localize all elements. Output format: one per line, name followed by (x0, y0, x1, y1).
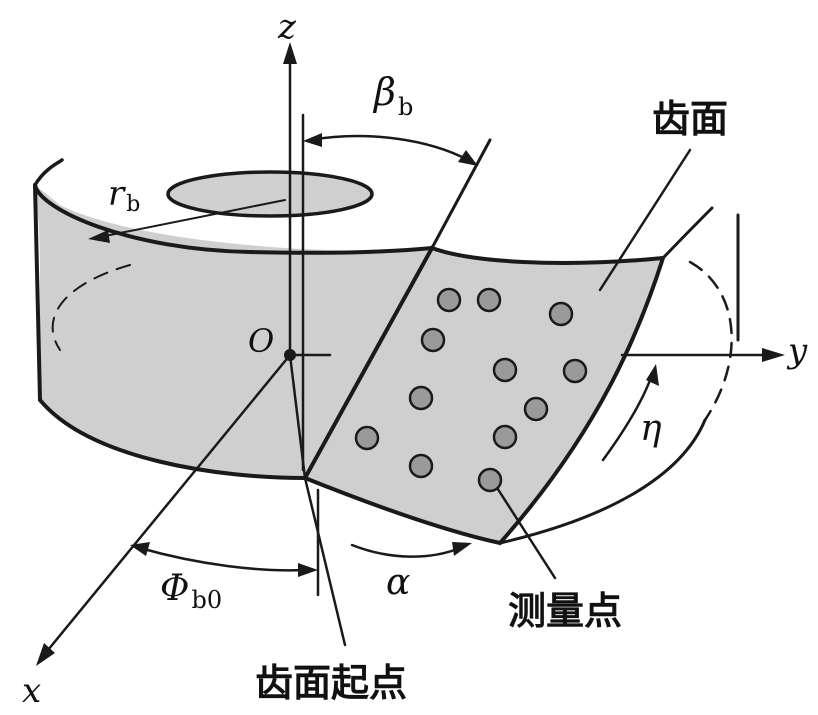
beta-angle-arc (308, 134, 470, 162)
measurement-point (492, 357, 518, 383)
measurement-point (354, 425, 380, 451)
start-angle-label: Φb0 (160, 568, 222, 614)
measurement-point (408, 453, 434, 479)
eta-arrow-arc (601, 373, 654, 462)
tooth-surface-start-label: 齿面起点 (255, 661, 407, 705)
cylinder-bottom-edge (38, 398, 307, 480)
right-flank-curve (661, 206, 714, 260)
measurement-leader (490, 478, 557, 580)
y-axis-label: y (786, 331, 808, 371)
measurement-point (562, 358, 588, 384)
alpha-label: α (386, 562, 410, 603)
measurement-point (548, 301, 574, 327)
z-axis-arrow (283, 42, 297, 64)
radius-arrow-line (104, 199, 286, 237)
x-axis-label: x (22, 671, 41, 711)
cylinder-top-back (33, 158, 64, 187)
alpha-arc-arrow (452, 542, 472, 556)
beta-arc-arrow-right (458, 150, 478, 166)
right-flank-lower (498, 418, 707, 545)
hidden-base-circle (51, 264, 131, 351)
beta-arc-arrow-left (303, 133, 322, 147)
measurement-point (477, 467, 503, 493)
inner-hole (166, 170, 374, 218)
measurement-point (420, 327, 446, 353)
eta-arrowhead (646, 364, 659, 386)
origin-label: O (248, 322, 274, 360)
phi-arc-arrow-right (298, 563, 318, 577)
phi-arc-arrow-left (130, 542, 150, 556)
x-axis-arrow (36, 643, 55, 666)
measurement-point (408, 385, 434, 411)
measurement-points-group (354, 287, 588, 493)
helix-angle-label: βb (372, 70, 413, 121)
tooth-surface-patch (302, 245, 666, 546)
cylinder-body (35, 185, 430, 478)
measurement-point (523, 396, 549, 422)
start-point-leader (303, 476, 347, 647)
cylinder-top-edge (33, 183, 434, 255)
y-axis-arrow (762, 348, 785, 362)
measurement-points-label: 测量点 (508, 589, 622, 633)
tooth-surface-leader (598, 148, 692, 292)
eta-label: η (640, 408, 662, 449)
z-axis-label: z (277, 7, 297, 47)
base-radius-label: rb (108, 174, 140, 217)
measurement-point (436, 287, 462, 313)
cylinder-left-edge (33, 183, 42, 402)
hidden-right-arc (688, 260, 733, 422)
alpha-angle-arc (350, 543, 462, 558)
helix-line (430, 138, 492, 250)
phi-angle-arc (138, 546, 307, 572)
measurement-point (492, 424, 518, 450)
radius-arrowhead (88, 230, 110, 243)
measurement-point (476, 287, 502, 313)
tooth-surface-label: 齿面 (652, 97, 728, 141)
origin-to-start-line (288, 353, 307, 480)
x-axis-line (46, 353, 292, 652)
